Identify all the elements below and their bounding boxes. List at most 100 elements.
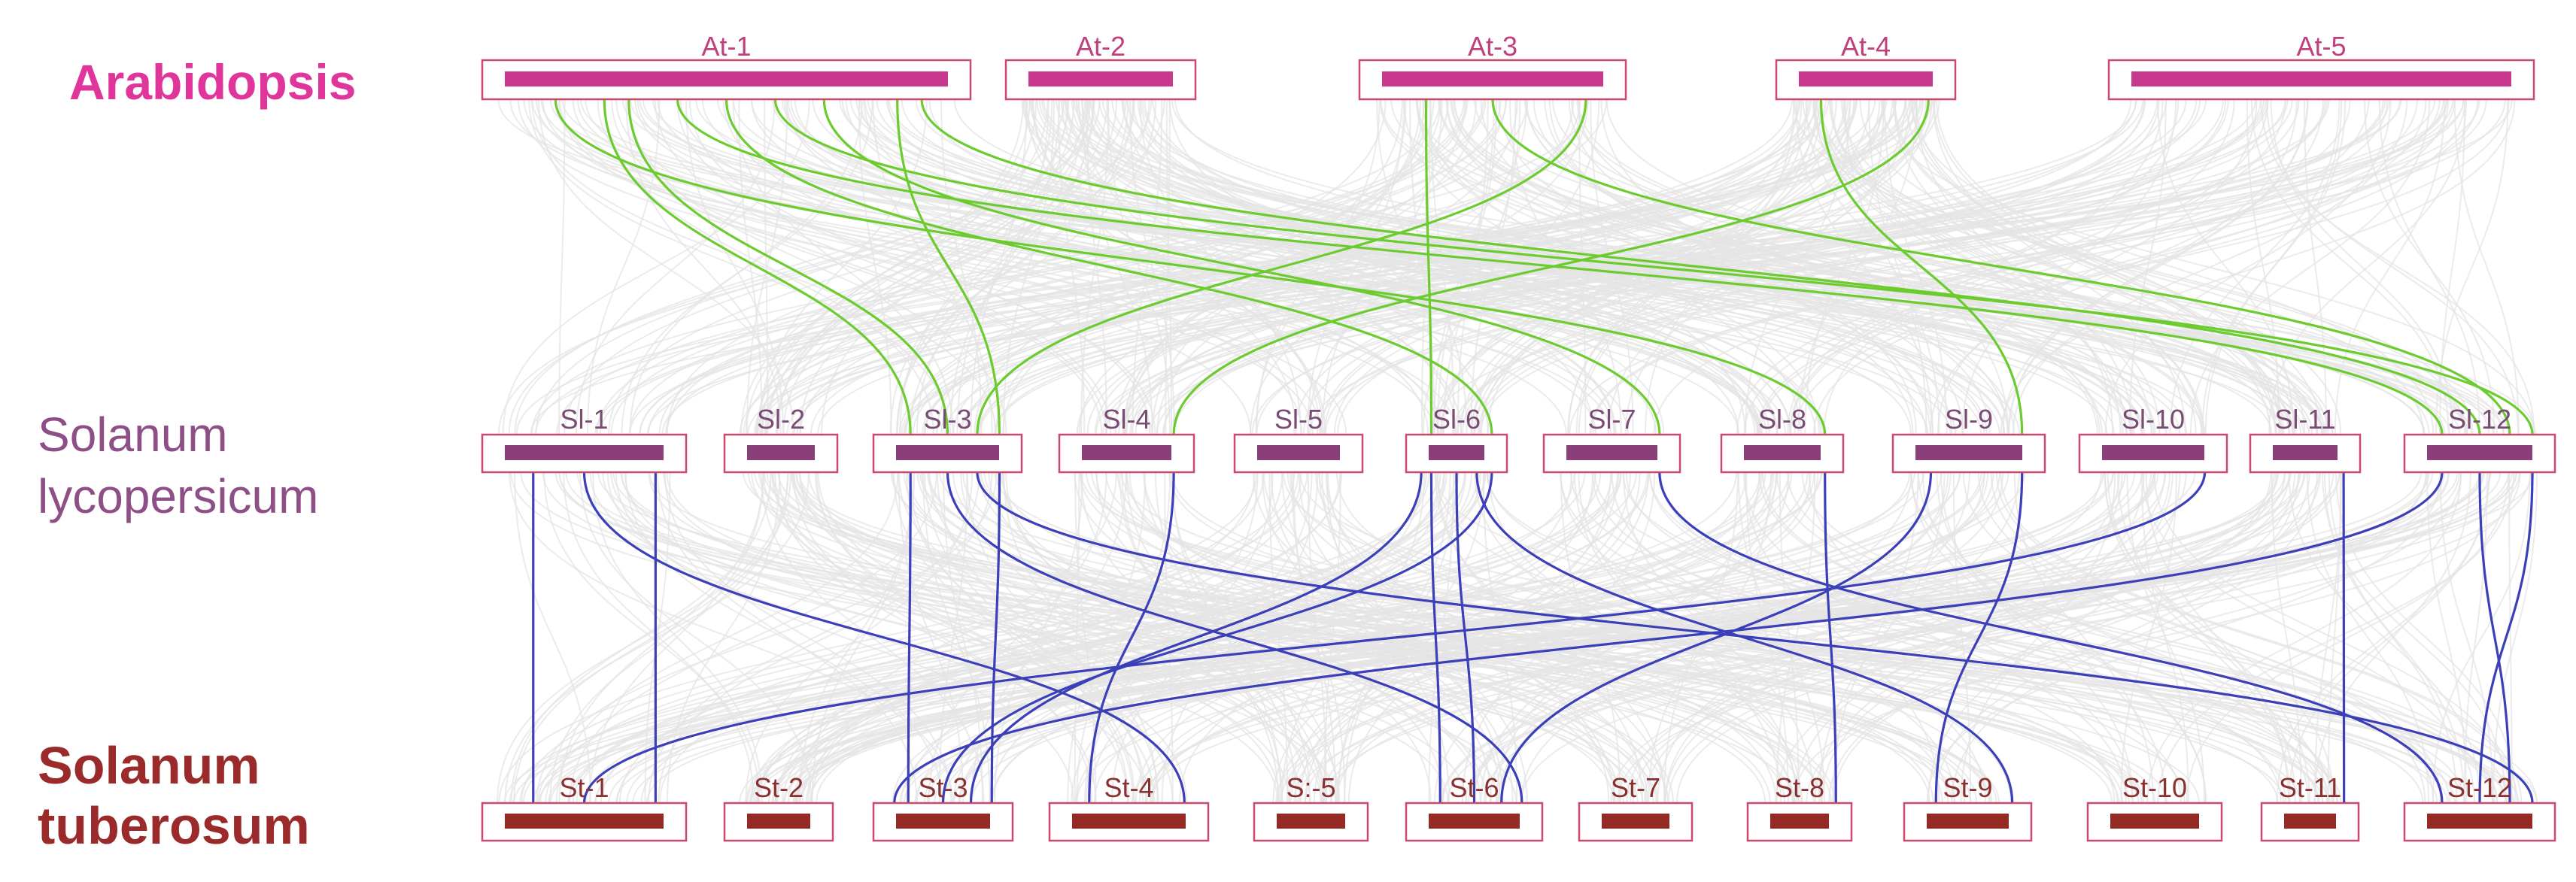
background-link — [1441, 99, 1799, 435]
chromosome-bar — [505, 445, 664, 460]
background-link — [738, 99, 763, 435]
background-link — [2304, 99, 2327, 435]
background-link — [983, 471, 2329, 804]
background-link — [1307, 99, 1405, 435]
lycopersicum-tuberosum-links — [532, 471, 2534, 804]
background-link — [716, 99, 2273, 435]
background-link — [1122, 99, 1489, 435]
background-link — [896, 99, 1134, 435]
background-link — [745, 99, 1070, 435]
background-link — [756, 99, 1031, 435]
chromosome-bar — [1429, 445, 1484, 460]
chromosome-bar — [1566, 445, 1657, 460]
background-link — [679, 99, 1444, 435]
background-link — [1076, 99, 2490, 435]
chromosome-bar — [2131, 71, 2511, 86]
background-link — [1806, 471, 2462, 804]
background-link — [2204, 99, 2343, 435]
background-link — [557, 99, 1252, 435]
background-link — [1330, 471, 2279, 804]
background-link — [567, 471, 1915, 804]
at-sl-link — [976, 99, 1587, 435]
background-link — [807, 471, 1283, 804]
chromosome-bar — [896, 445, 999, 460]
background-link — [1559, 471, 2116, 804]
chromosome-bar — [2427, 445, 2532, 460]
background-link — [1918, 471, 2310, 804]
chromosome-bar — [1602, 814, 1669, 829]
sl-st-link — [1500, 471, 1933, 804]
chromosome-sl-2: Sl-2 — [723, 404, 839, 474]
background-link — [1626, 471, 2166, 804]
background-link — [658, 99, 1508, 435]
chromosome-bar — [1429, 814, 1520, 829]
background-link — [1960, 471, 2116, 804]
chromosome-st-11: St-11 — [2260, 772, 2360, 842]
background-link — [766, 99, 1086, 435]
chromosome-bar — [1072, 814, 1186, 829]
at-sl-link — [920, 99, 2481, 435]
at-sl-link — [1424, 99, 1433, 435]
sl-st-link — [1455, 471, 1476, 804]
at-sl-link — [1172, 99, 1930, 435]
background-link — [502, 99, 810, 435]
background-link — [648, 471, 980, 804]
background-link — [1297, 471, 2461, 804]
chromosome-bar — [505, 71, 948, 86]
background-link — [575, 99, 776, 435]
background-link — [510, 471, 772, 804]
background-link — [1894, 99, 2296, 435]
background-link — [977, 99, 2286, 435]
chromosome-label: St-10 — [2122, 772, 2187, 803]
background-link — [722, 99, 1303, 435]
background-link — [2508, 471, 2513, 804]
background-link — [928, 471, 1107, 804]
background-link — [928, 471, 1972, 804]
background-link — [2153, 471, 2513, 804]
background-link — [538, 99, 794, 435]
background-link — [497, 471, 789, 804]
background-link — [549, 471, 2422, 804]
sl-st-link — [969, 471, 1423, 804]
background-link — [1446, 99, 2015, 435]
species-label-arabidopsis: Arabidopsis — [69, 54, 356, 110]
chromosome-at-5: At-5 — [2107, 31, 2535, 101]
chromosome-label: St-12 — [2447, 772, 2512, 803]
background-link — [1086, 471, 1274, 804]
background-link — [1085, 471, 2319, 804]
background-link — [1074, 471, 1616, 804]
background-link — [624, 471, 943, 804]
background-link — [1892, 99, 2283, 435]
background-link — [799, 99, 1529, 435]
background-link — [1081, 99, 1153, 435]
background-link — [1174, 99, 2313, 435]
background-link — [504, 471, 810, 804]
background-link — [778, 471, 1188, 804]
background-link — [1832, 471, 2310, 804]
background-link — [657, 471, 918, 804]
background-link — [1021, 99, 1779, 435]
background-link — [1135, 99, 1822, 435]
background-link — [907, 99, 1812, 435]
background-link — [1282, 471, 2338, 804]
background-link — [1622, 471, 2499, 804]
background-link — [596, 99, 1441, 435]
chromosome-bar — [1770, 814, 1829, 829]
background-link — [1293, 471, 1994, 804]
background-link — [796, 99, 1794, 435]
background-link — [1086, 99, 1817, 435]
sl-st-link — [1658, 471, 2444, 804]
chromosome-bar — [1382, 71, 1603, 86]
chromosome-label: St-9 — [1943, 772, 1992, 803]
chromosome-box — [2249, 433, 2362, 474]
background-link — [2189, 99, 2431, 435]
background-link — [953, 99, 2291, 435]
background-link — [1114, 99, 1466, 435]
chromosome-sl-1: Sl-1 — [481, 404, 688, 474]
background-link — [801, 471, 1444, 804]
background-link — [2432, 471, 2531, 804]
background-link — [994, 471, 1083, 804]
background-link — [1648, 471, 2324, 804]
background-link — [530, 99, 997, 435]
background-link — [2260, 99, 2535, 435]
